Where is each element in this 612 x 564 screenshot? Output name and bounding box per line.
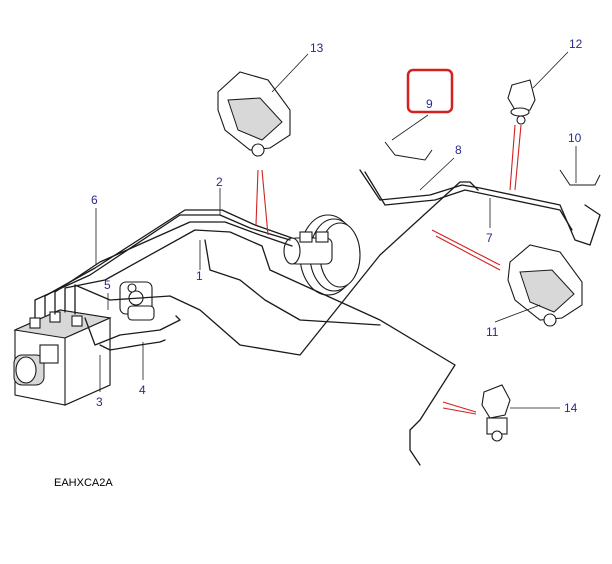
callout-5: 5 bbox=[104, 278, 111, 292]
callout-8: 8 bbox=[455, 143, 462, 157]
drawing-code: EAHXCA2A bbox=[54, 477, 113, 489]
pressure-valve bbox=[119, 281, 155, 321]
brake-servo bbox=[283, 214, 361, 296]
clip-11 bbox=[507, 244, 583, 327]
callout-6: 6 bbox=[91, 193, 98, 207]
callout-11: 11 bbox=[486, 325, 499, 339]
callouts: 1 2 3 4 5 6 7 8 9 10 11 12 13 14 bbox=[91, 37, 583, 415]
callout-12: 12 bbox=[569, 37, 583, 51]
callout-1: 1 bbox=[196, 269, 203, 283]
callout-4: 4 bbox=[139, 383, 146, 397]
callout-14: 14 bbox=[564, 401, 578, 415]
red-leaders bbox=[255, 124, 522, 415]
callout-3: 3 bbox=[96, 395, 103, 409]
callout-leaders bbox=[95, 51, 577, 409]
clip-12 bbox=[507, 79, 536, 125]
callout-2: 2 bbox=[216, 175, 223, 189]
callout-9: 9 bbox=[426, 97, 433, 111]
callout-7: 7 bbox=[486, 231, 493, 245]
abs-modulator bbox=[13, 309, 112, 406]
brake-pipes bbox=[34, 141, 601, 466]
clip-14 bbox=[481, 384, 511, 442]
callout-10: 10 bbox=[568, 131, 582, 145]
callout-13: 13 bbox=[310, 41, 324, 55]
callout-9-highlight bbox=[406, 68, 454, 114]
